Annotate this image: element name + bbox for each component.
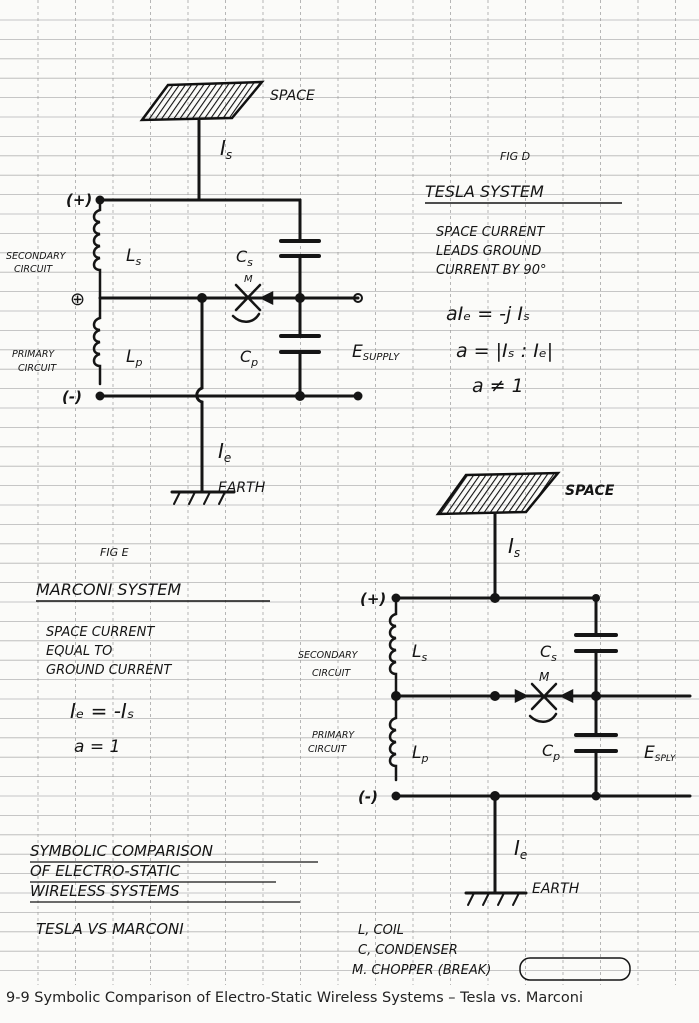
tesla-space-label: SPACE	[270, 88, 315, 104]
tesla-space-plate-icon	[139, 80, 265, 122]
marconi-earth-label: EARTH	[532, 881, 580, 897]
tesla-cp-label: Cp	[240, 347, 258, 369]
tesla-desc-line3: CURRENT BY 90°	[436, 263, 546, 278]
tesla-node-symbol: ⊕	[70, 289, 85, 310]
tesla-fig-label: FIG D	[500, 150, 530, 163]
tesla-cs-label: Cs	[236, 247, 253, 269]
marconi-eq1: Iₑ = -Iₛ	[70, 699, 134, 723]
marconi-ie-label: Ie	[514, 836, 527, 862]
tesla-secondary-label2: CIRCUIT	[14, 264, 53, 275]
marconi-lp-label: Lp	[412, 743, 428, 765]
marconi-primary-coil-icon	[388, 694, 398, 782]
marconi-desc-line2: EQUAL TO	[46, 644, 112, 659]
marconi-chopper-icon	[514, 682, 574, 723]
tesla-m-label: M	[244, 274, 253, 285]
tesla-eq3: a ≠ 1	[472, 375, 524, 397]
tesla-esupply-label: ESUPPLY	[352, 342, 400, 363]
marconi-junctions	[391, 593, 601, 801]
comparison-line1: SYMBOLIC COMPARISON	[30, 842, 213, 860]
legend-chopper: M. CHOPPER (BREAK)	[352, 963, 491, 978]
legend-coil: L, COIL	[358, 923, 404, 938]
marconi-m-label: M	[539, 670, 550, 684]
marconi-secondary-label2: CIRCUIT	[312, 668, 351, 679]
marconi-space-plate-icon	[435, 471, 561, 516]
diagram-sheet: SPACE Is FIG D TESLA SYSTEM SPACE CURREN…	[0, 0, 699, 985]
graph-paper-grid	[0, 0, 699, 985]
comparison-line2: OF ELECTRO-STATIC	[30, 862, 181, 880]
marconi-title: MARCONI SYSTEM	[36, 580, 181, 599]
tesla-primary-label2: CIRCUIT	[18, 363, 57, 374]
marconi-ls-label: Ls	[412, 642, 427, 664]
legend-break-bracket	[519, 957, 631, 981]
marconi-secondary-label1: SECONDARY	[298, 650, 359, 661]
tesla-desc-line2: LEADS GROUND	[436, 244, 541, 259]
marconi-space-label: SPACE	[565, 483, 615, 499]
marconi-circuit	[388, 471, 692, 906]
figure-caption: 9-9 Symbolic Comparison of Electro-Stati…	[6, 990, 583, 1006]
marconi-primary-label2: CIRCUIT	[308, 744, 347, 755]
tesla-earth-label: EARTH	[218, 480, 266, 496]
tesla-lp-label: Lp	[126, 347, 142, 369]
tesla-primary-coil-icon	[92, 296, 102, 386]
marconi-secondary-coil-icon	[388, 596, 398, 698]
marconi-eq2: a = 1	[74, 737, 120, 757]
tesla-minus-label: (-)	[62, 388, 82, 406]
comparison-line3: WIRELESS SYSTEMS	[30, 882, 180, 900]
tesla-title: TESLA SYSTEM	[425, 182, 544, 201]
tesla-secondary-coil-icon	[92, 198, 102, 300]
tesla-eq1: aIₑ = -j Iₛ	[446, 303, 530, 325]
tesla-ls-label: Ls	[126, 246, 141, 268]
legend-condenser: C, CONDENSER	[358, 943, 458, 958]
marconi-is-label: Is	[508, 534, 520, 560]
tesla-ie-label: Ie	[218, 439, 231, 465]
marconi-desc-line3: GROUND CURRENT	[46, 663, 172, 678]
marconi-fig-label: FIG E	[100, 546, 129, 559]
tesla-is-label: Is	[220, 136, 232, 162]
tesla-chopper-icon	[231, 283, 274, 323]
tesla-eq2: a = |Iₛ : Iₑ|	[456, 340, 553, 362]
marconi-minus-label: (-)	[358, 788, 378, 806]
tesla-desc-line1: SPACE CURRENT	[436, 225, 545, 240]
marconi-esply-label: ESPLY	[644, 743, 677, 764]
tesla-plus-label: (+)	[66, 191, 92, 209]
marconi-cs-label: Cs	[540, 642, 557, 664]
tesla-primary-label1: PRIMARY	[12, 349, 55, 360]
marconi-desc-line1: SPACE CURRENT	[46, 625, 155, 640]
tesla-junctions	[95, 195, 363, 401]
comparison-line4: TESLA VS MARCONI	[36, 920, 184, 938]
marconi-plus-label: (+)	[360, 590, 386, 608]
tesla-secondary-label1: SECONDARY	[6, 251, 67, 262]
marconi-primary-label1: PRIMARY	[312, 730, 355, 741]
tesla-circuit	[92, 80, 360, 505]
marconi-cp-label: Cp	[542, 741, 560, 763]
